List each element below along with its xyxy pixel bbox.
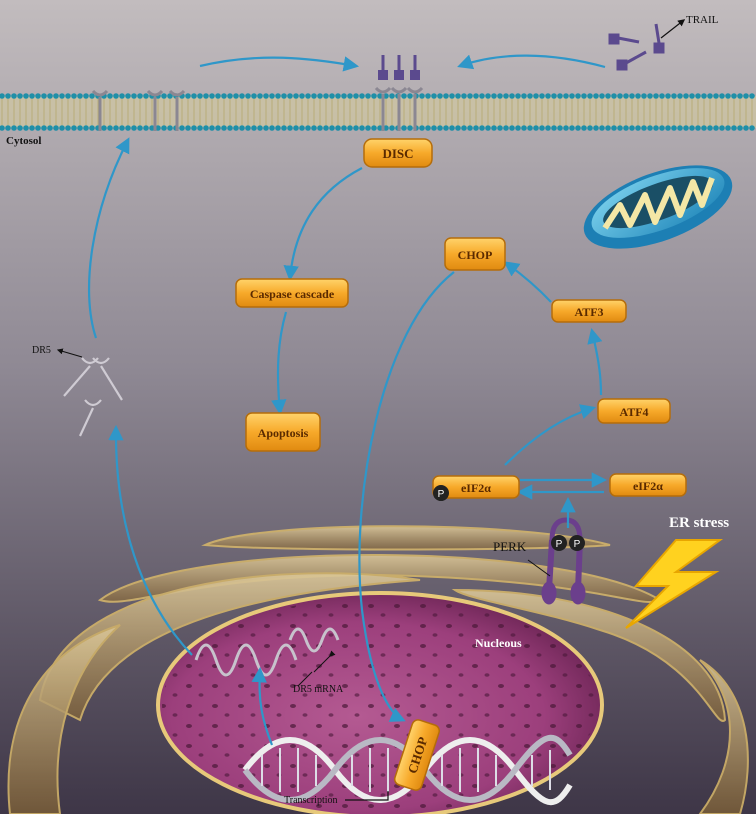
dr5-mrna-pointer: [297, 671, 313, 687]
perk-pointer: [527, 559, 551, 577]
mitochondrion-icon: [583, 165, 733, 249]
pathway-arrows: [87, 54, 608, 746]
transcription-marker: [345, 791, 389, 801]
chop-dna-badge: CHOP: [393, 719, 441, 791]
cytosol-label: Cytosol: [6, 135, 41, 147]
lightning-icon: [625, 539, 724, 629]
dr5-label: DR5: [32, 345, 51, 356]
endoplasmic-reticulum: [7, 525, 749, 814]
phospho-icon: P: [569, 535, 585, 551]
svg-text:eIF2α: eIF2α: [633, 479, 663, 493]
svg-text:P: P: [438, 489, 445, 500]
disc-receptor-cluster: [374, 55, 424, 131]
dr5-mrna-strand: [194, 643, 298, 677]
svg-text:ATF4: ATF4: [619, 405, 648, 419]
svg-text:P: P: [556, 539, 563, 550]
atf4-box: ATF4: [597, 398, 671, 424]
dr5-free-receptors: [63, 357, 123, 437]
caspase-cascade-box: Caspase cascade: [235, 278, 349, 308]
dr5-receptor-left: [91, 89, 186, 131]
dr5-mrna-pointer-2: [313, 650, 336, 673]
svg-text:ATF3: ATF3: [574, 305, 603, 319]
dr5-pointer: [56, 348, 83, 358]
transcription-label: Transcription: [284, 795, 338, 806]
apoptosis-box: Apoptosis: [245, 412, 321, 452]
chop-box: CHOP: [444, 237, 506, 271]
disc-box: DISC: [363, 138, 433, 168]
trail-label: TRAIL: [686, 14, 719, 26]
perk-label: PERK: [493, 539, 527, 554]
svg-text:P: P: [574, 539, 581, 550]
nucleous-label: Nucleous: [475, 636, 522, 650]
dr5-mrna-label: DR5 mRNA: [293, 684, 344, 695]
svg-text:Apoptosis: Apoptosis: [258, 426, 309, 440]
trail-ligands: [608, 23, 665, 71]
eif2a-box: eIF2α: [609, 473, 687, 497]
svg-text:DISC: DISC: [382, 146, 413, 161]
plasma-membrane: [0, 93, 756, 131]
dr5-mrna-strand-2: [288, 627, 340, 653]
svg-text:Caspase cascade: Caspase cascade: [250, 287, 335, 301]
atf3-box: ATF3: [551, 299, 627, 323]
svg-text:CHOP: CHOP: [458, 248, 493, 262]
trail-pointer: [660, 19, 686, 39]
phospho-icon: P: [551, 535, 567, 551]
phospho-icon: P: [433, 485, 449, 501]
nucleus: [156, 591, 604, 814]
er-stress-label: ER stress: [669, 515, 729, 531]
svg-text:eIF2α: eIF2α: [461, 481, 491, 495]
eif2a-phospho-box: eIF2α: [432, 475, 520, 499]
